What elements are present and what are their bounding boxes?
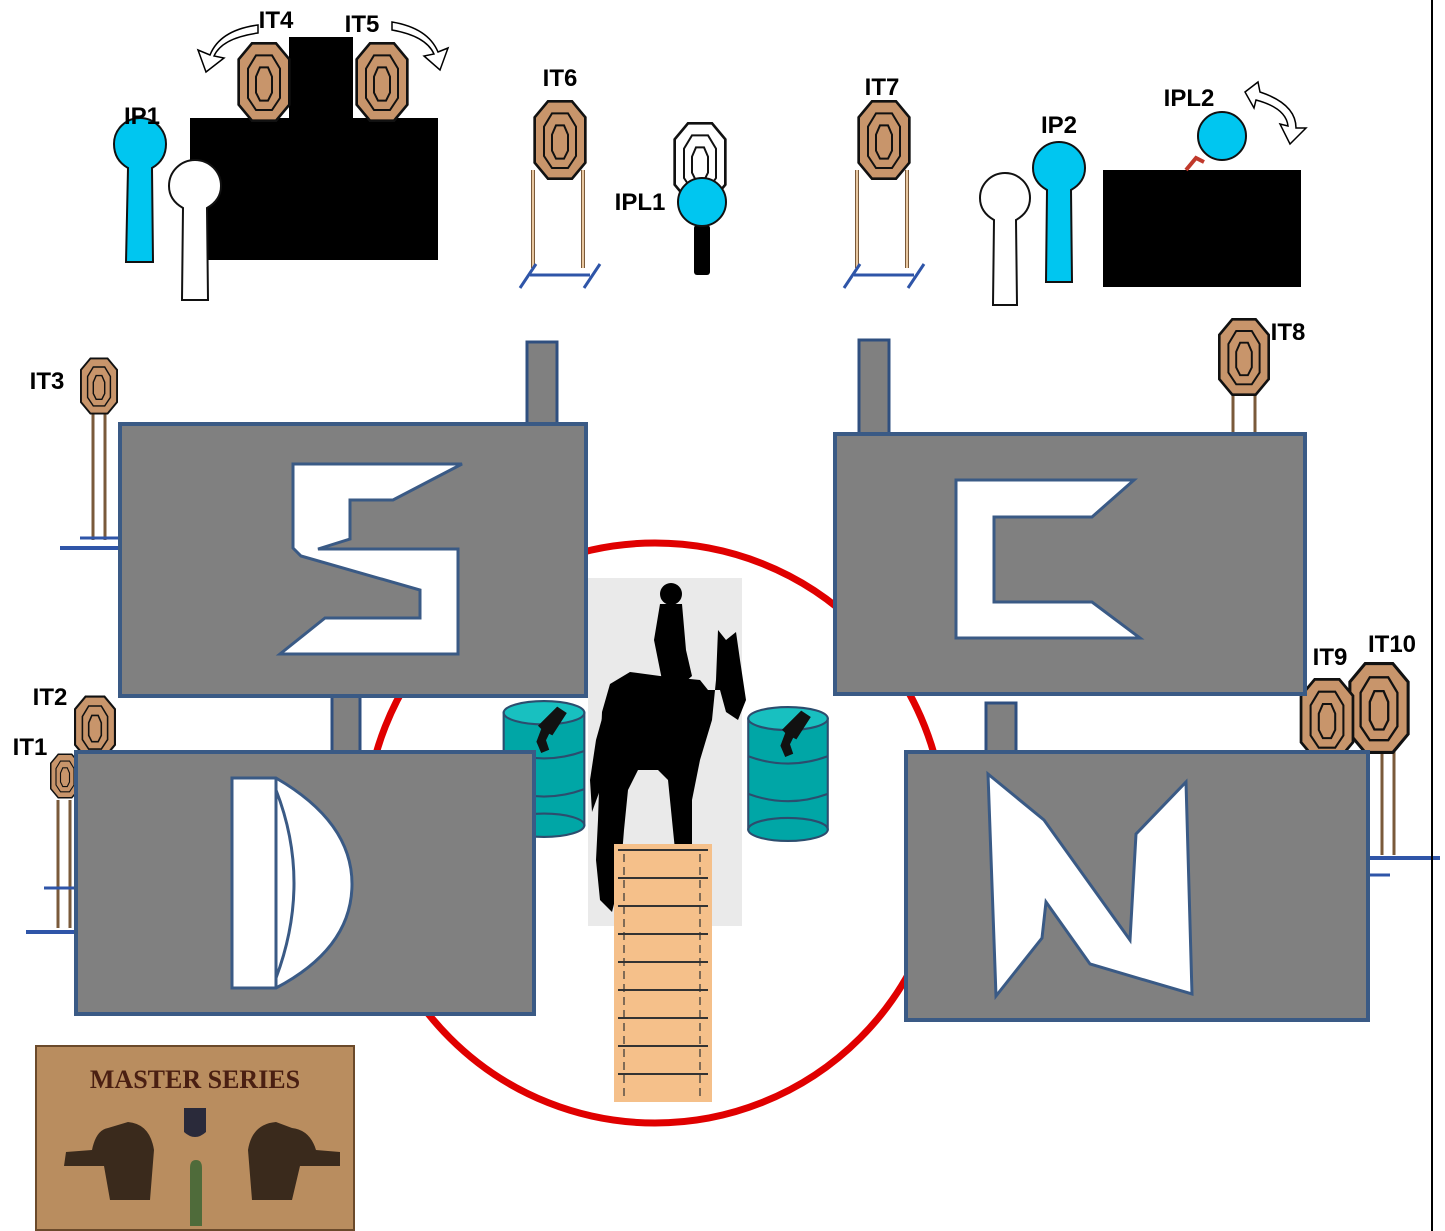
barrel-right bbox=[748, 707, 828, 841]
wall-s bbox=[120, 424, 586, 696]
ladder-obstacle bbox=[614, 844, 712, 1102]
popper-ip1 bbox=[114, 118, 166, 262]
popper-ipl1 bbox=[675, 123, 726, 275]
wall-d bbox=[76, 752, 534, 1014]
right-shooting-position bbox=[980, 82, 1306, 305]
label-it3: IT3 bbox=[30, 368, 65, 395]
left-center-post bbox=[289, 37, 353, 132]
wall-n bbox=[906, 752, 1368, 1020]
master-series-logo: MASTER SERIES bbox=[36, 1046, 354, 1230]
left-shooting-position bbox=[114, 22, 448, 300]
swing-arrow-ipl2-icon bbox=[1245, 82, 1306, 144]
wall-post-c bbox=[859, 340, 889, 434]
target-it7 bbox=[844, 101, 924, 288]
target-it5 bbox=[357, 43, 408, 120]
label-ip1: IP1 bbox=[124, 103, 160, 130]
popper-ip2 bbox=[1033, 142, 1085, 282]
label-it6: IT6 bbox=[543, 65, 578, 92]
target-it6 bbox=[520, 101, 600, 288]
label-it9: IT9 bbox=[1313, 644, 1348, 671]
label-it1: IT1 bbox=[13, 734, 48, 761]
label-it2: IT2 bbox=[33, 684, 68, 711]
label-ip2: IP2 bbox=[1041, 112, 1077, 139]
label-ipl1: IPL1 bbox=[615, 189, 666, 216]
label-it8: IT8 bbox=[1271, 319, 1306, 346]
target-it4 bbox=[239, 43, 290, 120]
no-shoot-popper-right bbox=[980, 173, 1030, 305]
wall-post-d bbox=[332, 690, 360, 758]
wall-post-n bbox=[986, 703, 1016, 758]
left-black-barricade bbox=[190, 118, 438, 260]
label-it4: IT4 bbox=[259, 7, 294, 34]
right-black-barricade bbox=[1103, 170, 1301, 287]
wall-post-s bbox=[527, 342, 557, 432]
label-ipl2: IPL2 bbox=[1164, 85, 1215, 112]
label-it7: IT7 bbox=[865, 74, 900, 101]
wall-c bbox=[835, 434, 1305, 694]
label-it5: IT5 bbox=[345, 11, 380, 38]
popper-ipl2 bbox=[1198, 112, 1246, 160]
logo-title: MASTER SERIES bbox=[90, 1065, 300, 1094]
target-it8 bbox=[1219, 319, 1268, 432]
label-it10: IT10 bbox=[1368, 631, 1416, 658]
